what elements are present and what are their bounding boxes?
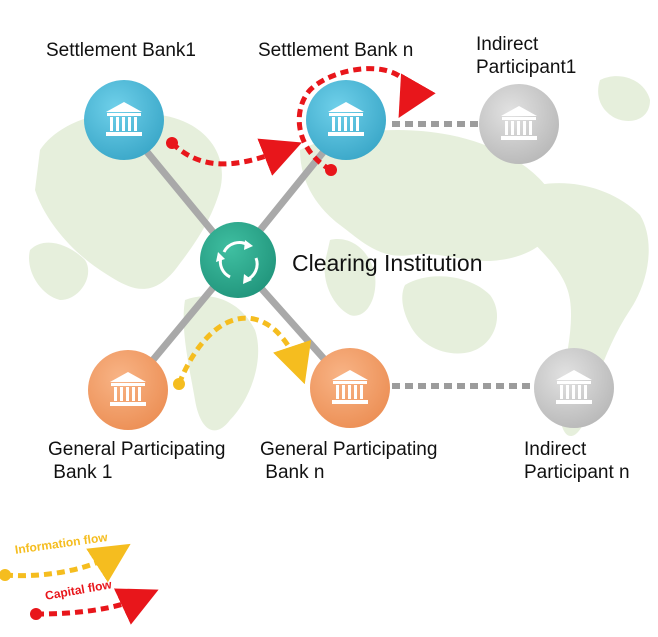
information-flow-arrow [173,315,312,390]
node-general-bank-n [310,348,390,428]
node-settlement-bank-1 [84,80,164,160]
node-general-bank-1 [88,350,168,430]
capital-flow-arrow-1 [166,137,302,176]
legend-capital-flow [30,588,159,625]
node-clearing-institution [200,222,276,298]
label-indirect-participant-n: Indirect Participant n [524,439,630,483]
node-indirect-participant-n [534,348,614,428]
indirect-links [392,121,536,389]
label-indirect-participant-1: Indirect Participant1 [476,34,577,78]
label-clearing-institution: Clearing Institution [292,250,483,276]
capital-flow-arrow-2 [296,66,436,176]
label-general-bank-n: General Participating Bank n [260,439,438,483]
world-map [29,76,650,437]
node-settlement-bank-n [306,80,386,160]
label-settlement-bank-n: Settlement Bank n [258,40,414,61]
legend-information-flow [0,543,131,583]
label-general-bank-1: General Participating Bank 1 [48,439,226,483]
node-indirect-participant-1 [479,84,559,164]
label-settlement-bank-1: Settlement Bank1 [46,40,196,61]
